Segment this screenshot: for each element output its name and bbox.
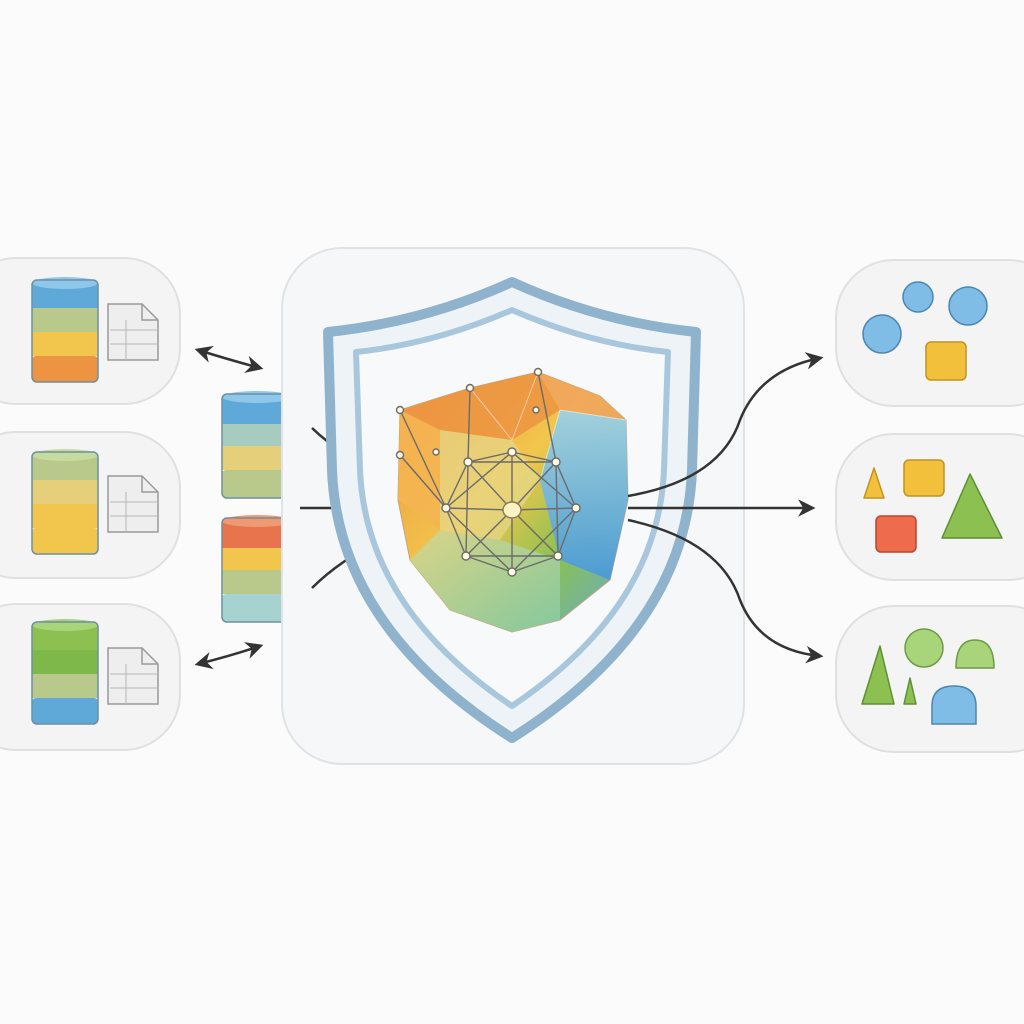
source-panels <box>0 257 181 751</box>
dome-icon <box>931 685 977 725</box>
circle-icon <box>862 314 902 354</box>
square-icon <box>925 341 967 381</box>
circle-icon <box>904 628 944 668</box>
triangle-icon <box>863 467 885 499</box>
triangle-icon <box>941 473 1003 539</box>
database-icon <box>221 391 293 499</box>
bidirectional-arrow <box>194 642 264 670</box>
table-document-icon <box>107 647 159 705</box>
source-panel <box>0 257 181 405</box>
bidirectional-arrows <box>194 345 264 670</box>
source-panel <box>0 431 181 579</box>
source-panel <box>0 603 181 751</box>
table-document-icon <box>107 475 159 533</box>
network-graph-icon <box>395 367 581 577</box>
database-icon <box>31 277 99 383</box>
database-icon <box>221 515 293 623</box>
table-document-icon <box>107 303 159 361</box>
triangle-icon <box>903 677 917 705</box>
output-panel <box>835 259 1024 407</box>
square-icon <box>903 459 945 497</box>
square-icon <box>875 515 917 553</box>
output-arrows <box>627 352 824 664</box>
output-panels <box>835 259 1024 753</box>
dome-icon <box>955 639 995 669</box>
database-icon <box>31 619 99 725</box>
output-arrow <box>627 518 824 664</box>
output-panel <box>835 433 1024 581</box>
intermediate-stacks <box>221 391 293 623</box>
bidirectional-arrow <box>194 345 264 373</box>
output-arrow <box>627 352 824 498</box>
triangle-icon <box>861 645 895 705</box>
output-panel <box>835 605 1024 753</box>
circle-icon <box>902 281 934 313</box>
database-icon <box>31 449 99 555</box>
circle-icon <box>948 286 988 326</box>
